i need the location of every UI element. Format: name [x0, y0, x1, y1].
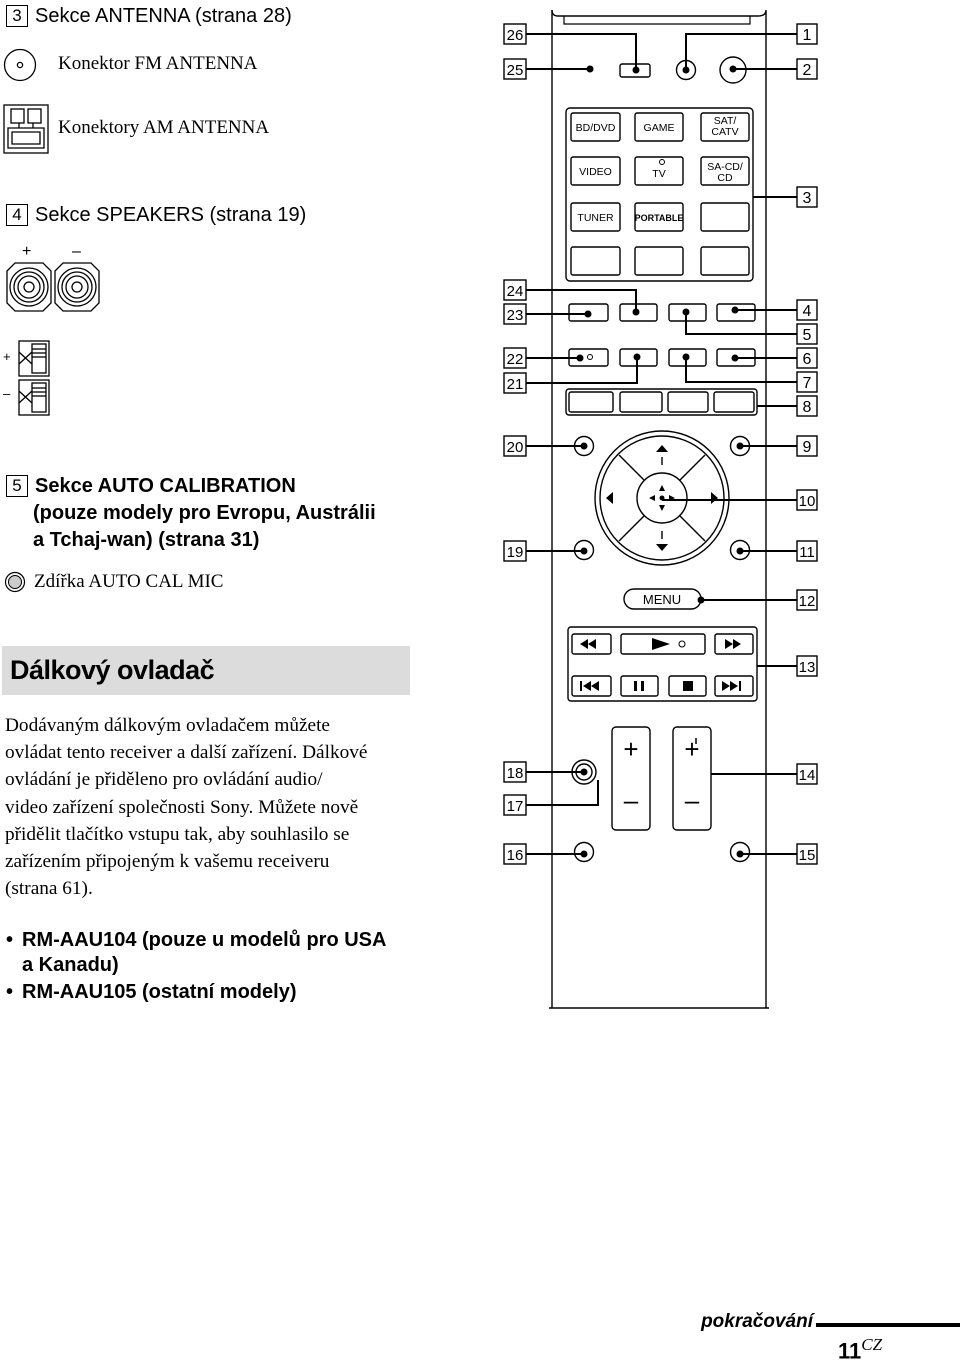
- callout-number: 26: [507, 27, 524, 44]
- callout-number: 8: [803, 399, 812, 416]
- channel-rocker: [672, 726, 712, 831]
- paragraph-line: Dodávaným dálkovým ovladačem můžete: [5, 715, 330, 736]
- speaker-plus-sign: +: [22, 243, 32, 260]
- callout-number: 4: [803, 303, 812, 320]
- input-button-label: SAT/: [714, 115, 737, 127]
- callout-number: 20: [507, 439, 524, 456]
- input-button-label: CD: [717, 172, 733, 184]
- input-button-label: BD/DVD: [576, 122, 616, 134]
- callout-number: 7: [803, 375, 812, 392]
- menu-button-label: MENU: [643, 592, 681, 607]
- bullet-item: • RM-AAU105 (ostatní modely): [6, 980, 386, 1005]
- callout-number: 2: [803, 62, 812, 79]
- callout-number: 11: [799, 544, 815, 561]
- bullet-marker: •: [6, 981, 14, 1003]
- channel-plus-label: +: [684, 734, 699, 764]
- model-bullet-list: • RM-AAU104 (pouze u modelů pro USA a Kan…: [6, 928, 386, 1005]
- bullet-text: a Kanadu): [22, 954, 119, 976]
- section-3-number: 3: [6, 5, 28, 27]
- volume-minus-label: –: [624, 785, 639, 815]
- callout-number: 6: [803, 351, 812, 368]
- fm-antenna-label: Konektor FM ANTENNA: [58, 53, 258, 74]
- paragraph-line: ovládání je přiděleno pro ovládání audio…: [5, 769, 323, 791]
- callout-number: 3: [803, 190, 812, 207]
- remote-body-outline: [551, 9, 767, 1008]
- callout-number: 16: [507, 847, 524, 864]
- speaker-terminals-icon: [3, 261, 103, 313]
- bullet-marker: •: [6, 929, 14, 951]
- enter-button: [636, 472, 688, 524]
- paragraph-line: přidělit tlačítko vstupu tak, aby souhla…: [5, 823, 350, 845]
- callout-number: 13: [799, 659, 816, 676]
- callout-number: 5: [803, 327, 812, 344]
- page-number: 11CZ: [838, 1335, 882, 1364]
- section-5-title-line-1: Sekce AUTO CALIBRATION: [35, 475, 296, 497]
- remote-control-illustration: BD/DVD GAME SAT/ CATV VIDEO TV SA-CD/ CD…: [503, 9, 818, 1009]
- paragraph-line: video zařízení společnosti Sony. Můžete …: [5, 796, 359, 818]
- callout-number: 1: [803, 27, 812, 44]
- section-4-title: Sekce SPEAKERS (strana 19): [35, 204, 307, 226]
- callout-number: 9: [803, 439, 812, 456]
- remote-heading: Dálkový ovladač: [10, 655, 215, 685]
- terminal-minus-sign: –: [3, 386, 11, 401]
- page-number-value: 11: [838, 1338, 862, 1364]
- section-3-title: Sekce ANTENNA (strana 28): [35, 5, 292, 27]
- callout-number: 24: [507, 283, 524, 300]
- continued-rule: [816, 1323, 960, 1327]
- section-5-title-line-3: a Tchaj-wan) (strana 31): [33, 529, 260, 551]
- fm-antenna-connector-icon: [3, 48, 37, 82]
- intro-paragraph: Dodávaným dálkovým ovladačem můžete ovlá…: [5, 712, 425, 902]
- paragraph-line: zařízením připojeným k vašemu receiveru: [5, 851, 330, 873]
- callout-number: 25: [507, 62, 524, 79]
- input-panel: [565, 107, 754, 282]
- page-language-suffix: CZ: [861, 1335, 883, 1354]
- bullet-item-continued: a Kanadu): [6, 953, 386, 978]
- volume-plus-label: +: [623, 734, 638, 764]
- paragraph-line: (strana 61).: [5, 878, 93, 900]
- navigation-ring: [594, 430, 730, 566]
- section-5-title-line-2: (pouze modely pro Evropu, Austrálii: [33, 502, 376, 524]
- callout-number: 22: [507, 351, 524, 368]
- callout-number: 10: [799, 493, 816, 510]
- input-button-label: PORTABLE: [635, 213, 684, 223]
- section-5-heading: 5 Sekce AUTO CALIBRATION: [6, 474, 296, 498]
- terminal-plus-sign: +: [3, 349, 11, 364]
- channel-minus-label: –: [685, 785, 700, 815]
- bullet-text: RM-AAU105 (ostatní modely): [22, 981, 297, 1003]
- remote-heading-banner: Dálkový ovladač: [2, 646, 410, 695]
- input-button-label: GAME: [644, 122, 675, 134]
- mic-jack-icon: [4, 571, 26, 593]
- callout-number: 19: [507, 544, 524, 561]
- section-4-heading: 4 Sekce SPEAKERS (strana 19): [6, 203, 306, 227]
- continued-label: pokračování: [701, 1311, 813, 1332]
- callout-number: 23: [507, 307, 524, 324]
- callout-number: 15: [799, 847, 816, 864]
- section-3-heading: 3 Sekce ANTENNA (strana 28): [6, 4, 292, 28]
- input-button-label: TV: [652, 168, 665, 180]
- mic-jack-label: Zdířka AUTO CAL MIC: [34, 571, 224, 592]
- input-button-label: SA-CD/: [707, 161, 743, 173]
- input-button-label: VIDEO: [579, 166, 612, 178]
- paragraph-line: ovládat tento receiver a další zařízení.…: [5, 742, 368, 764]
- am-antenna-connector-icon: [3, 104, 49, 154]
- section-4-number: 4: [6, 204, 28, 226]
- am-antenna-label: Konektory AM ANTENNA: [58, 117, 270, 138]
- transport-panel: [567, 626, 758, 702]
- callout-number: 18: [507, 765, 524, 782]
- input-button-label: TUNER: [577, 212, 614, 224]
- callout-number: 14: [799, 767, 816, 784]
- bullet-text: RM-AAU104 (pouze u modelů pro USA: [22, 929, 387, 951]
- callout-number: 12: [799, 593, 816, 610]
- callout-number: 21: [507, 376, 524, 393]
- volume-rocker: [611, 726, 651, 831]
- speaker-minus-sign: –: [72, 243, 81, 260]
- bullet-item: • RM-AAU104 (pouze u modelů pro USA: [6, 928, 386, 953]
- spring-terminals-icon: [18, 340, 50, 416]
- section-5-number: 5: [6, 475, 28, 497]
- input-button-label: CATV: [711, 126, 738, 138]
- callout-number: 17: [507, 798, 524, 815]
